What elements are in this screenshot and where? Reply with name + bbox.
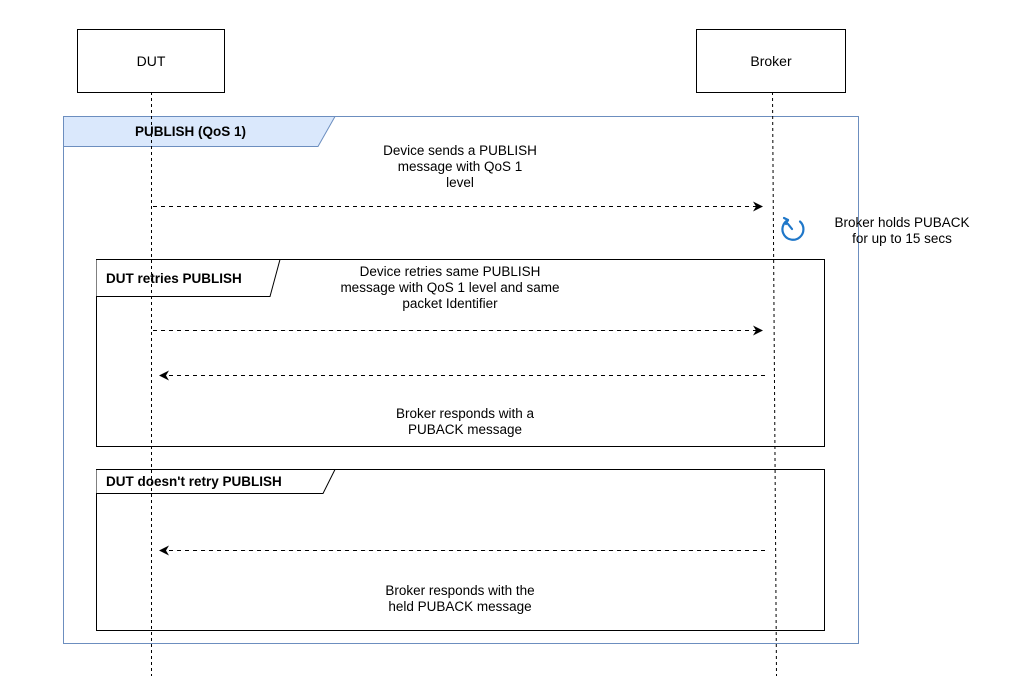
frame-noretry — [96, 469, 825, 631]
frame-outer-label: PUBLISH (QoS 1) — [135, 124, 247, 139]
frame-retry-label: DUT retries PUBLISH — [106, 271, 242, 286]
message-label-m1: Device sends a PUBLISH message with QoS … — [330, 143, 590, 191]
frame-retry-label-tab — [96, 259, 281, 297]
participant-broker-label: Broker — [750, 53, 792, 69]
message-label-m3: Broker responds with a PUBACK message — [340, 406, 590, 438]
participant-broker: Broker — [696, 29, 846, 93]
timer-note-text: Broker holds PUBACK for up to 15 secs — [834, 215, 970, 246]
message-text-m4: Broker responds with the held PUBACK mes… — [385, 583, 535, 614]
frame-outer-label-tab — [63, 116, 336, 147]
message-label-m4: Broker responds with the held PUBACK mes… — [330, 583, 590, 615]
frame-outer — [63, 116, 859, 644]
message-text-m1: Device sends a PUBLISH message with QoS … — [383, 143, 537, 190]
message-label-m2: Device retries same PUBLISH message with… — [290, 264, 610, 312]
frame-noretry-label-tab — [96, 469, 336, 494]
participant-dut-label: DUT — [136, 53, 166, 69]
message-text-m2: Device retries same PUBLISH message with… — [340, 264, 560, 311]
lifeline-broker — [772, 91, 777, 677]
message-text-m3: Broker responds with a PUBACK message — [395, 406, 535, 437]
timer-note: Broker holds PUBACK for up to 15 secs — [812, 215, 992, 247]
participant-dut: DUT — [77, 29, 225, 93]
frame-retry — [96, 259, 825, 447]
frame-noretry-label: DUT doesn't retry PUBLISH — [106, 474, 282, 489]
timer-icon — [781, 216, 805, 241]
